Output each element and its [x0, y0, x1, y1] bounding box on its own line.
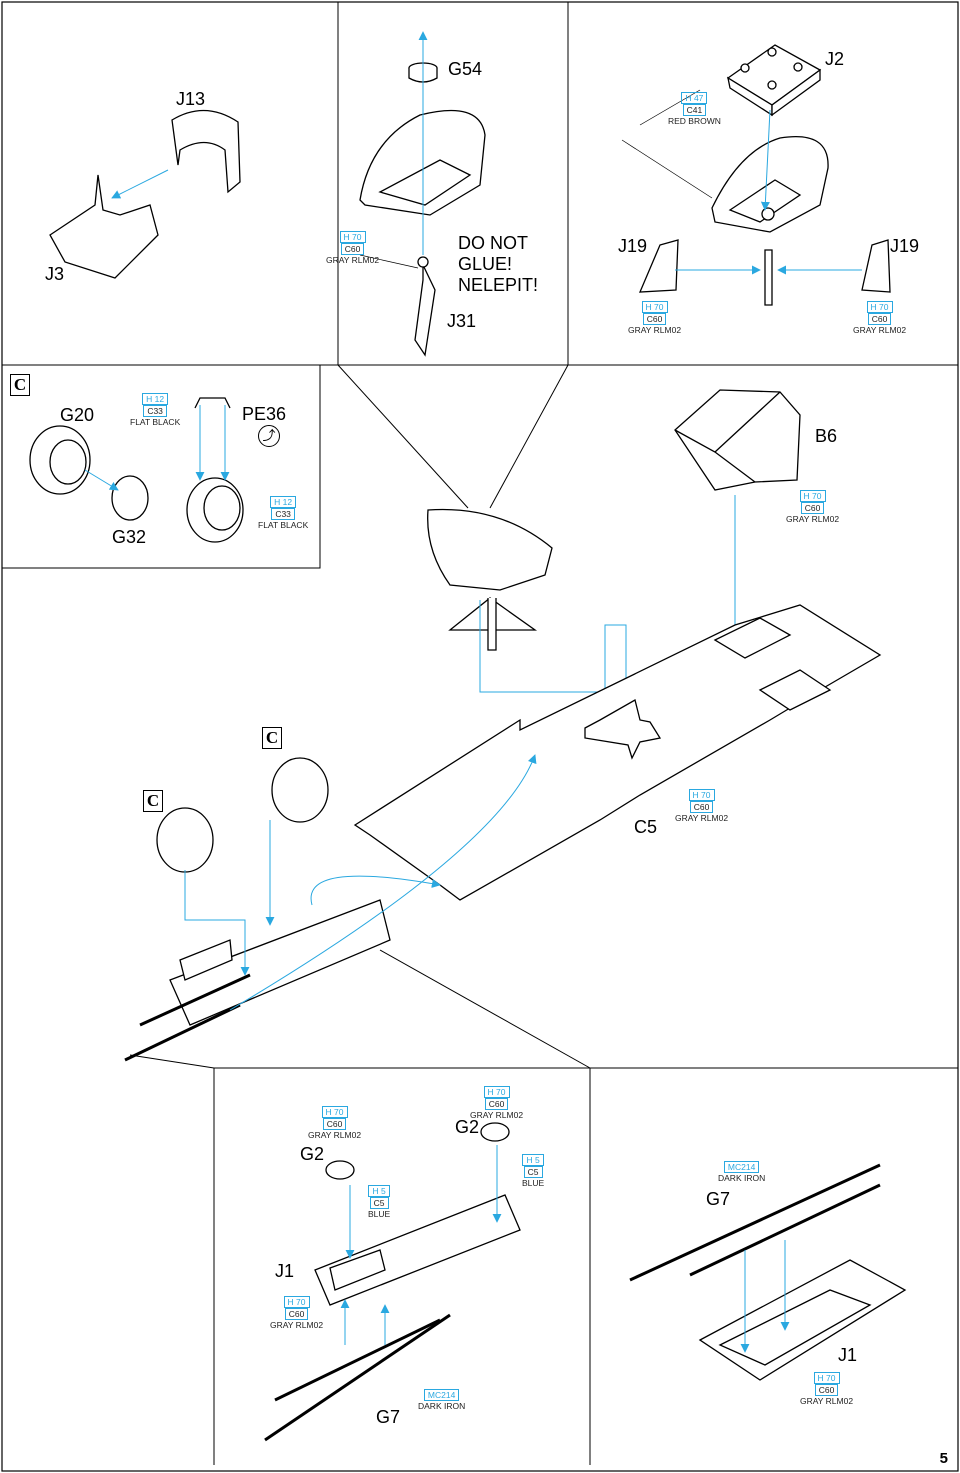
part-label-pe36: PE36	[242, 404, 287, 424]
paint-callout-blue-right: H 5 C5 BLUE	[522, 1154, 545, 1188]
c-mark-top: C	[10, 374, 30, 396]
part-label-g7-left: G7	[376, 1407, 401, 1427]
part-label-j31: J31	[447, 311, 477, 331]
part-label-g7-right: G7	[706, 1189, 731, 1209]
note-line-2: GLUE!	[458, 254, 513, 274]
c-mark-mid-2: C	[143, 790, 163, 812]
c-mark-mid-1: C	[262, 727, 282, 749]
j13-part-drawing	[49, 109, 241, 279]
part-label-j19-left: J19	[618, 236, 648, 256]
page-number: 5	[939, 1450, 948, 1467]
part-label-j2: J2	[825, 49, 845, 69]
paint-callout-gray-g2-right: H 70 C60 GRAY RLM02	[470, 1086, 524, 1120]
paint-callout-brown: H 47 C41 RED BROWN	[668, 92, 721, 126]
note-line-3: NELEPIT!	[458, 275, 539, 295]
bend-icon: ⤴	[258, 425, 280, 447]
paint-callout-gray-j19-right: H 70 C60 GRAY RLM02	[853, 301, 907, 335]
paint-callout-black-pe36: H 12 C33 FLAT BLACK	[130, 393, 181, 427]
note-line-1: DO NOT	[458, 233, 528, 253]
paint-callout-gray-j1-left: H 70 C60 GRAY RLM02	[270, 1296, 324, 1330]
part-label-j3: J3	[45, 264, 65, 284]
paint-callout-gray-j19-left: H 70 C60 GRAY RLM02	[628, 301, 682, 335]
paint-callout-gray-j31: H 70 C60 GRAY RLM02	[326, 231, 380, 265]
part-label-b6: B6	[815, 426, 838, 446]
part-label-g2-left: G2	[300, 1144, 325, 1164]
paint-callout-iron-left: MC214 DARK IRON	[418, 1389, 466, 1411]
part-label-g20: G20	[60, 405, 95, 425]
part-label-c5: C5	[634, 817, 658, 837]
part-label-j19-right: J19	[890, 236, 920, 256]
part-label-g32: G32	[112, 527, 147, 547]
paint-callout-black-g20: H 12 C33 FLAT BLACK	[258, 496, 309, 530]
paint-callout-gray-c5: H 70 C60 GRAY RLM02	[675, 789, 729, 823]
part-label-g2-right: G2	[455, 1117, 480, 1137]
part-label-j1-left: J1	[275, 1261, 295, 1281]
paint-callout-iron-right: MC214 DARK IRON	[718, 1161, 766, 1183]
paint-callout-gray-g2-left: H 70 C60 GRAY RLM02	[308, 1106, 362, 1140]
paint-callout-gray-j1-right: H 70 C60 GRAY RLM02	[800, 1372, 854, 1406]
paint-callout-gray-b6: H 70 C60 GRAY RLM02	[786, 490, 840, 524]
part-label-g54: G54	[448, 59, 483, 79]
part-label-j1-right: J1	[838, 1345, 858, 1365]
paint-callout-blue-left: H 5 C5 BLUE	[368, 1185, 391, 1219]
do-not-glue-note: DO NOT GLUE! NELEPIT!	[458, 233, 538, 296]
part-label-j13: J13	[176, 89, 206, 109]
